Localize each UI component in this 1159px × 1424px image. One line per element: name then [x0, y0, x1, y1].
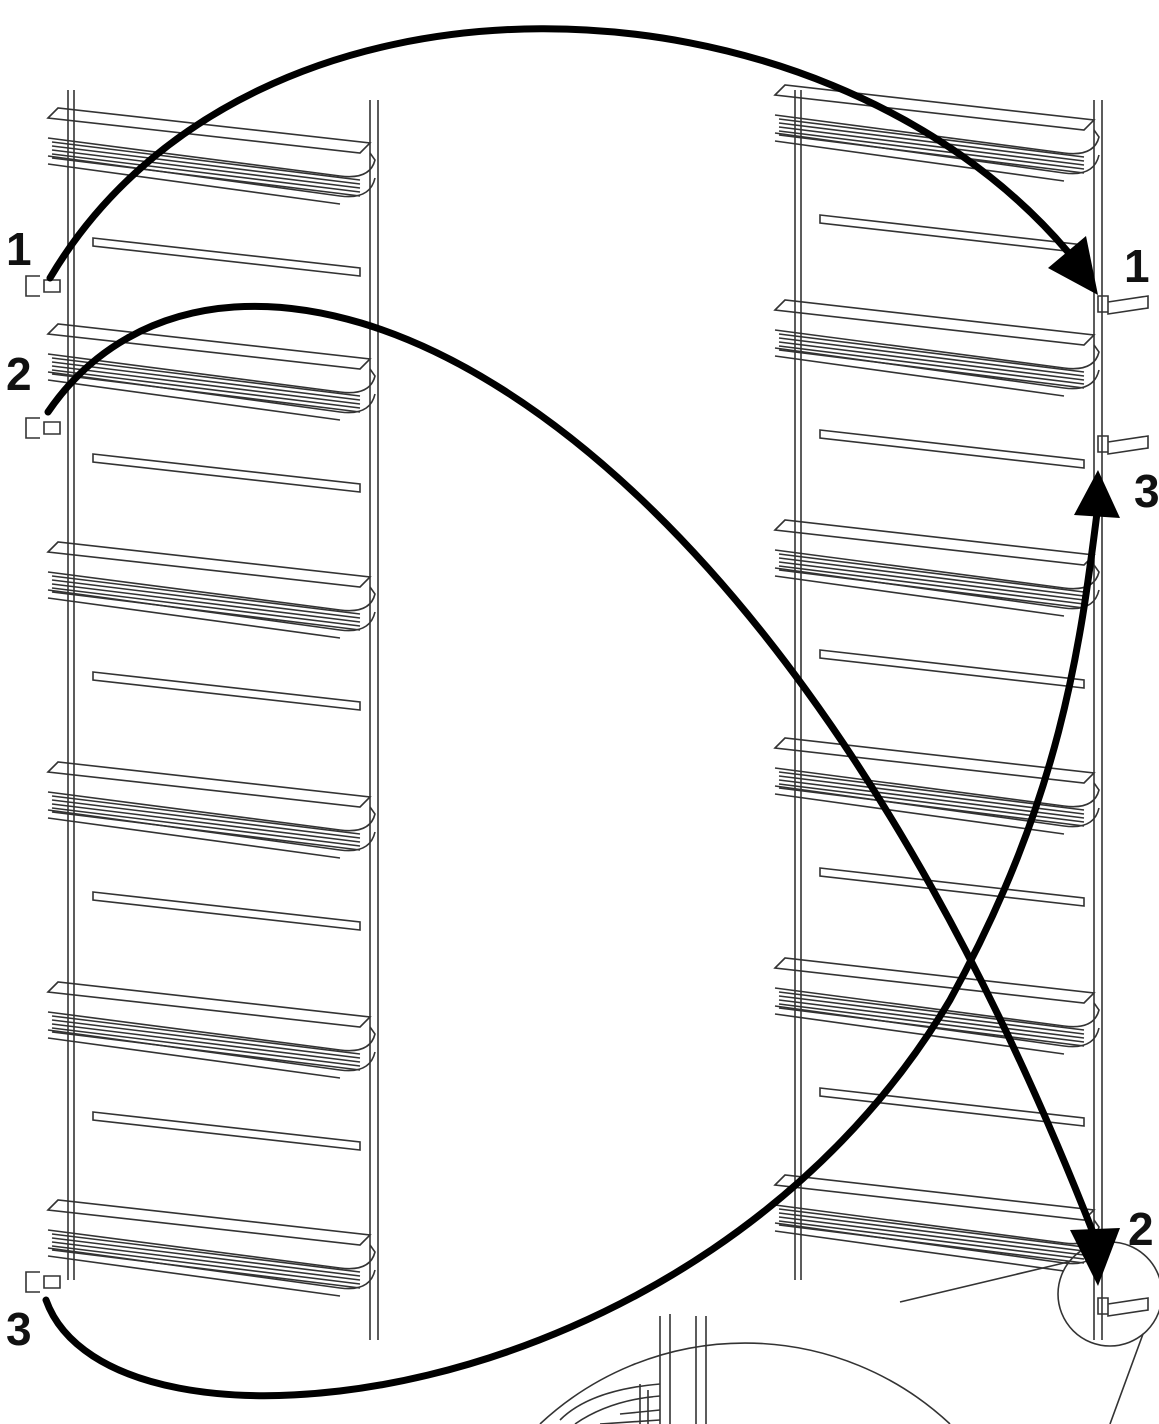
- right-shelf-3: [773, 519, 1100, 617]
- detail-rack-closeup: [559, 1314, 707, 1424]
- right-bracket-3: [1097, 435, 1149, 455]
- right-crossbar-3: [819, 649, 1085, 689]
- right-shelf-2: [773, 299, 1100, 397]
- left-bracket-2: [25, 417, 61, 439]
- left-shelf-5: [46, 981, 376, 1079]
- left-label-1: 1: [6, 223, 32, 275]
- right-crossbar-4: [819, 867, 1085, 907]
- right-label-1: 1: [1124, 240, 1150, 292]
- left-shelf-6: [46, 1199, 376, 1297]
- arrowhead-1: [1048, 236, 1098, 295]
- right-crossbar-2: [819, 429, 1085, 469]
- left-crossbar-2: [92, 453, 361, 493]
- left-shelf-4: [46, 761, 376, 859]
- left-label-2: 2: [6, 348, 32, 400]
- left-crossbar-4: [92, 891, 361, 931]
- right-label-2: 2: [1128, 1203, 1154, 1255]
- left-crossbar-5: [92, 1111, 361, 1151]
- left-crossbar-3: [92, 671, 361, 711]
- bracket-labels: 1 2 3 1 3 2: [6, 223, 1159, 1355]
- right-label-3: 3: [1134, 465, 1159, 517]
- left-bracket-3: [25, 1271, 61, 1293]
- right-crossbar-5: [819, 1087, 1085, 1127]
- detail-magnifier: [539, 1241, 1159, 1424]
- arrowheads: [1048, 236, 1120, 1286]
- left-crossbar-1: [92, 237, 361, 277]
- detail-circle-large: [539, 1342, 951, 1424]
- right-shelf-6: [773, 1174, 1100, 1272]
- arrowhead-3: [1074, 470, 1120, 518]
- arrow-2-path: [44, 302, 1098, 1239]
- arrowhead-2: [1070, 1228, 1120, 1286]
- left-shelf-rack: [25, 90, 379, 1340]
- arrow-1-path: [46, 25, 1072, 282]
- right-bracket-2: [1097, 1297, 1149, 1317]
- left-shelf-2: [46, 323, 376, 421]
- detail-leader-lines: [899, 1261, 1144, 1424]
- left-label-3: 3: [6, 1303, 32, 1355]
- relocation-arrows: [42, 25, 1102, 1400]
- right-shelf-rack: [773, 84, 1149, 1340]
- left-bracket-1: [25, 275, 61, 297]
- right-shelf-1: [773, 84, 1100, 182]
- left-shelf-1: [46, 107, 376, 205]
- right-shelf-5: [773, 957, 1100, 1055]
- right-bracket-1: [1097, 295, 1149, 315]
- right-crossbar-1: [819, 214, 1085, 254]
- left-shelf-3: [46, 541, 376, 639]
- arrow-3-path: [42, 501, 1102, 1400]
